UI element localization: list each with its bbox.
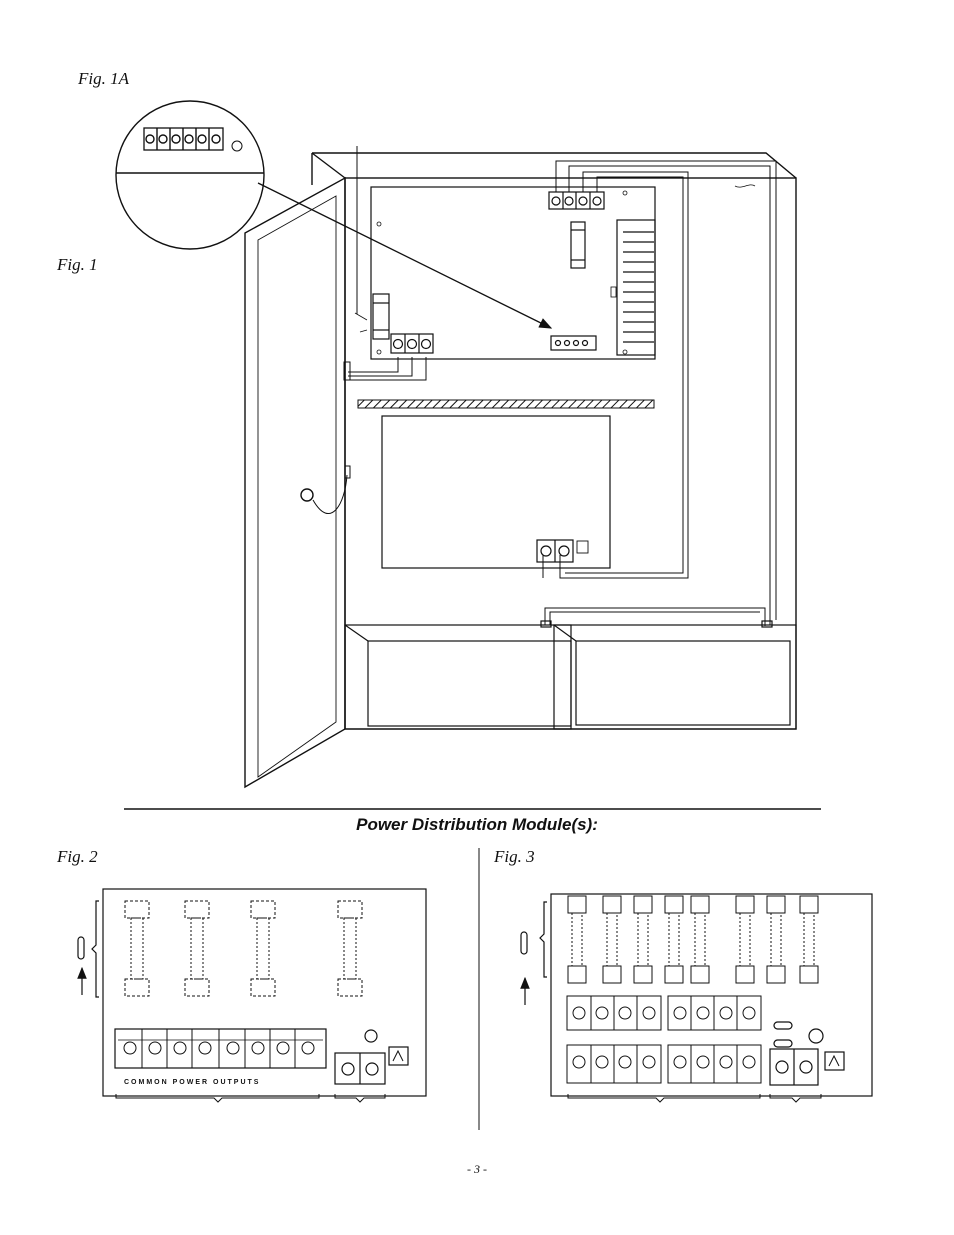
- tamper-switch-icon: [343, 361, 351, 381]
- open-door: [244, 176, 351, 789]
- fig-3-board: [520, 893, 873, 1103]
- fig-2-logo-icon: [388, 1046, 409, 1066]
- power-supply-board: [354, 186, 656, 360]
- fig-3-fuses: [567, 895, 819, 984]
- zoom-leader-arrow: [257, 182, 553, 329]
- fig-3-logo-icon: [824, 1051, 845, 1071]
- fig-3-label: Fig. 3: [494, 847, 535, 866]
- fig-1a-zoom: [115, 100, 265, 250]
- fig-2-board-label: COMMON POWER OUTPUTS: [124, 1079, 261, 1086]
- distribution-module: [381, 415, 611, 569]
- fig-2-fuses: [124, 900, 363, 997]
- fig-1a-label: Fig. 1A: [78, 69, 129, 88]
- fig-1-label: Fig. 1: [57, 255, 98, 274]
- section-title: Power Distribution Module(s):: [356, 815, 598, 834]
- batteries: [344, 620, 797, 730]
- mounting-bracket: [357, 399, 655, 409]
- wiring: [348, 146, 777, 626]
- door-lock-icon: [300, 488, 314, 502]
- fig-2-board: [77, 888, 427, 1103]
- fig-2-label: Fig. 2: [57, 847, 98, 866]
- page-number: - 3 -: [467, 1162, 487, 1176]
